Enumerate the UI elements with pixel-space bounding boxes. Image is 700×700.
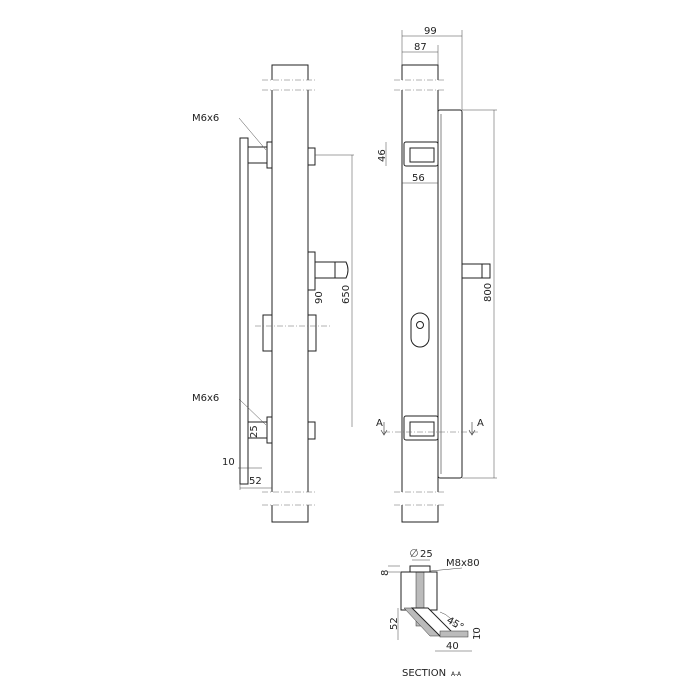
plate-bottom (266, 416, 273, 444)
thread-label-bottom: M6x6 (192, 393, 219, 404)
dim-87: 87 (414, 42, 427, 53)
dim-90: 90 (314, 291, 325, 304)
dim-46: 46 (377, 149, 388, 162)
lock-knob-front (461, 263, 483, 279)
side-view: M6x6 M6x6 25 10 52 90 650 (192, 64, 354, 523)
dim-56: 56 (412, 173, 425, 184)
section-foot (439, 630, 469, 638)
section-arrow-right (468, 422, 476, 436)
plate-top (266, 141, 273, 169)
section-diameter: 25 (420, 549, 433, 560)
section-dim-52: 52 (389, 617, 400, 630)
handle-bar-side (239, 137, 249, 485)
front-view: 99 87 46 56 800 A A (376, 26, 497, 523)
section-dim-10: 10 (472, 627, 483, 640)
section-mark-right: A (477, 418, 484, 429)
thread-label-top: M6x6 (192, 113, 219, 124)
diameter-symbol-icon (410, 549, 418, 557)
section-title: SECTION (402, 668, 446, 679)
handle-bar-front (437, 109, 463, 479)
section-dim-8: 8 (380, 570, 391, 576)
dim-10: 10 (222, 457, 235, 468)
dim-25: 25 (249, 425, 260, 438)
dim-52: 52 (249, 476, 262, 487)
section-mark-left: A (376, 418, 383, 429)
standoff-top (247, 146, 269, 164)
section-title-suffix: A-A (451, 671, 462, 678)
lock-body (307, 251, 316, 291)
keyhole-icon (416, 321, 424, 329)
door-profile-front (401, 64, 439, 523)
section-dim-40: 40 (446, 641, 459, 652)
section-arrow-left (380, 422, 388, 436)
section-bolt-label: M8x80 (446, 558, 480, 569)
keyhole-escutcheon (410, 312, 430, 348)
section-a-a: 25 M8x80 8 52 45° 10 40 SECTION A-A (380, 548, 483, 679)
dim-99: 99 (424, 26, 437, 37)
dim-650: 650 (341, 285, 352, 304)
dim-800: 800 (483, 283, 494, 302)
door-profile-side (271, 64, 309, 523)
lock-knob (334, 261, 349, 279)
